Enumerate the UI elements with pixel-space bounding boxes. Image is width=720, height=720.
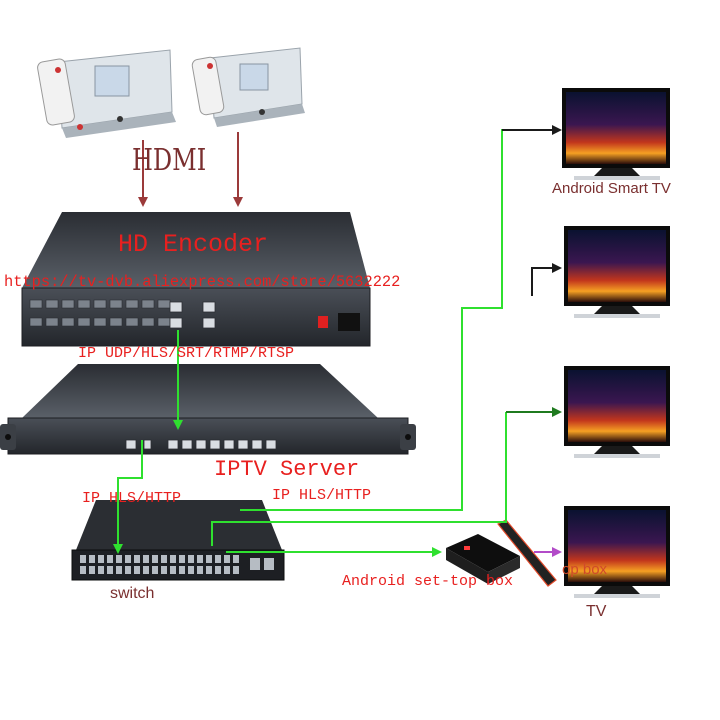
hdmi-label: HDMI bbox=[132, 143, 207, 178]
receiver-1 bbox=[37, 49, 176, 138]
server-to-switch-link bbox=[113, 440, 143, 554]
hd-encoder-device bbox=[21, 212, 371, 347]
set-top-box-device bbox=[446, 519, 557, 587]
tv-3 bbox=[564, 366, 670, 458]
switch-protocols-left-label: IP HLS/HTTP bbox=[82, 490, 182, 507]
tv-1 bbox=[562, 88, 670, 180]
android-tv-label: Android Smart TV bbox=[552, 180, 671, 197]
receiver-2 bbox=[191, 47, 305, 127]
set-top-box-label: Android set-top box bbox=[342, 573, 514, 590]
tv-4 bbox=[564, 506, 670, 598]
tv-label: TV bbox=[586, 603, 607, 620]
encoder-title-label: HD Encoder bbox=[118, 230, 269, 259]
encoder-ethernet-ports bbox=[169, 301, 216, 329]
network-switch-device bbox=[71, 500, 285, 581]
tv2-arrow bbox=[531, 263, 562, 296]
iptv-server-label: IPTV Server bbox=[214, 457, 360, 482]
switch-protocols-right-label: IP HLS/HTTP bbox=[272, 487, 372, 504]
switch-ports bbox=[80, 555, 274, 574]
switch-to-tv3-link bbox=[211, 412, 507, 546]
encoder-power-switch bbox=[318, 316, 328, 328]
encoder-protocols-label: IP UDP/HLS/SRT/RTMP/RTSP bbox=[78, 345, 295, 362]
server-ethernet-ports bbox=[125, 439, 277, 450]
set-top-box-overlap-label: op box bbox=[562, 561, 608, 578]
tv-2 bbox=[564, 226, 670, 318]
encoder-power-socket bbox=[338, 313, 360, 331]
connection-lines bbox=[113, 125, 562, 557]
encoder-hdmi-ports bbox=[29, 299, 171, 327]
store-url-label: https://tv-dvb.aliexpress.com/store/5632… bbox=[4, 273, 401, 291]
iptv-server-device bbox=[0, 364, 416, 455]
switch-label: switch bbox=[110, 585, 155, 602]
